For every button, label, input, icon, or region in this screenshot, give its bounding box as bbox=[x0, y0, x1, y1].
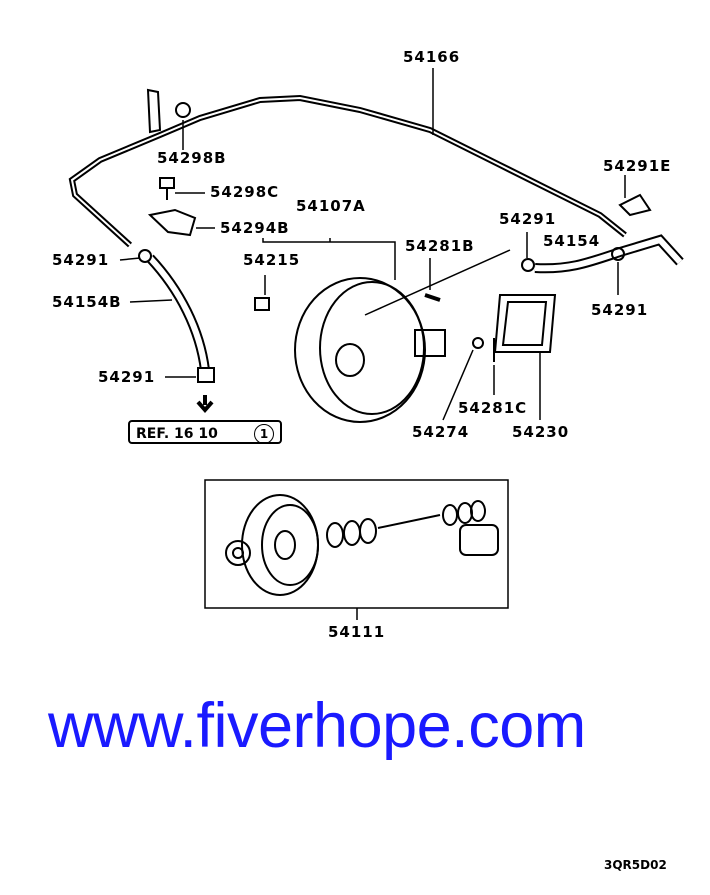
part-label: 54281B bbox=[405, 237, 475, 255]
part-label: 54291 bbox=[499, 210, 557, 228]
part-label: 54291E bbox=[603, 157, 672, 175]
watermark: www.fiverhope.com bbox=[48, 691, 586, 761]
part-label: 54215 bbox=[243, 251, 301, 269]
part-label: 54107A bbox=[296, 197, 366, 215]
part-label: 54291 bbox=[591, 301, 649, 319]
brake-booster bbox=[294, 277, 426, 423]
part-label: 54274 bbox=[412, 423, 470, 441]
part-label: 54281C bbox=[458, 399, 528, 417]
part-label: 54166 bbox=[403, 48, 461, 66]
part-label: 54111 bbox=[328, 623, 386, 641]
reference-circle: 1 bbox=[254, 424, 274, 444]
part-label: 54298B bbox=[157, 149, 227, 167]
reference-text: REF. 16 10 bbox=[136, 426, 218, 442]
part-label: 54230 bbox=[512, 423, 570, 441]
part-label: 54154 bbox=[543, 232, 601, 250]
reference-box[interactable]: REF. 16 10 1 bbox=[128, 420, 282, 444]
hose-54154B bbox=[146, 254, 210, 371]
part-label: 54291 bbox=[98, 368, 156, 386]
gasket bbox=[493, 294, 557, 353]
part-label: 54291 bbox=[52, 251, 110, 269]
part-label: 54294B bbox=[220, 219, 290, 237]
diagram-code: 3QR5D02 bbox=[604, 858, 667, 872]
part-label: 54154B bbox=[52, 293, 122, 311]
part-label: 54298C bbox=[210, 183, 280, 201]
